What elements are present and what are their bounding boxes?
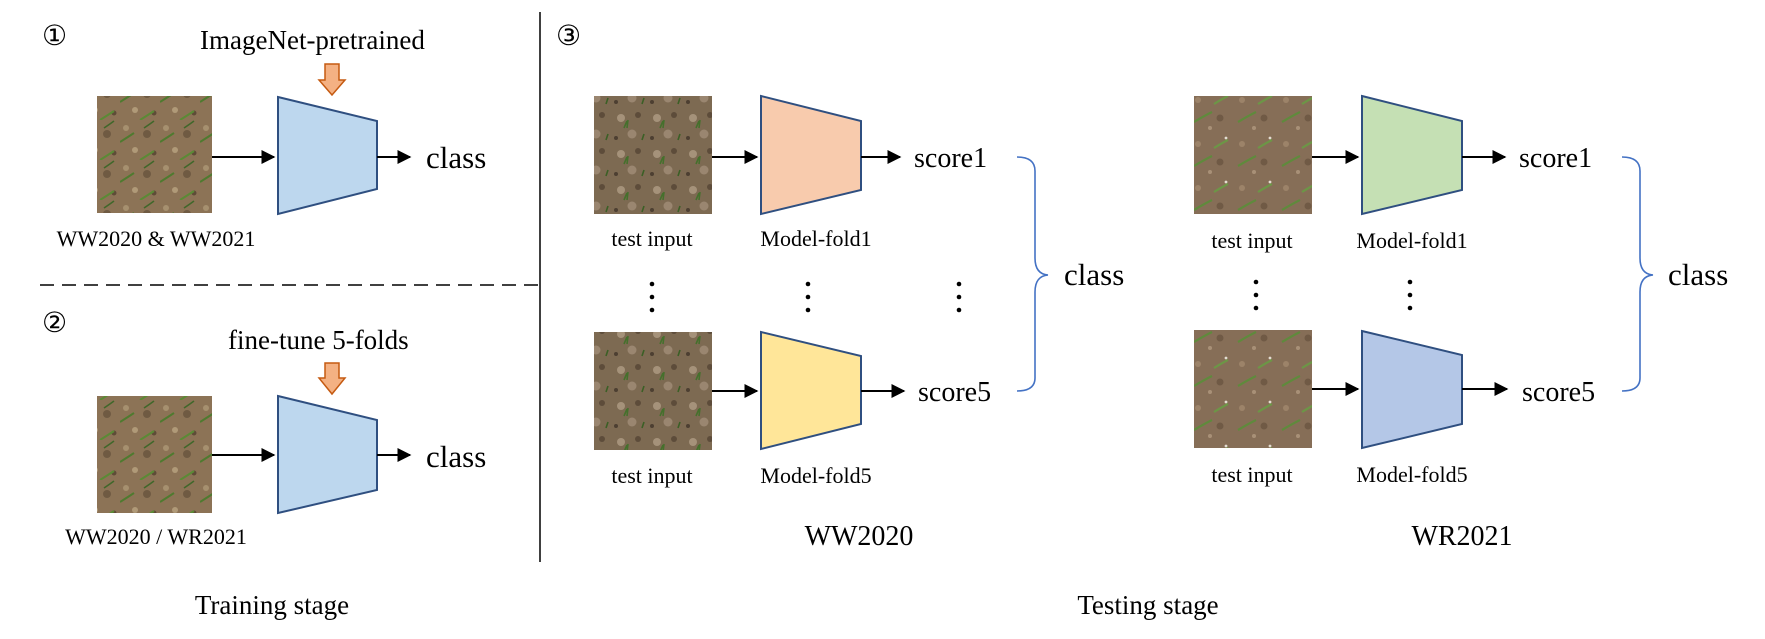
step2-marker: ② (42, 308, 67, 339)
wr2021-model-label-top: Model-fold1 (1356, 228, 1467, 253)
pretrained-arrow-icon (317, 63, 347, 97)
wr2021-test-image-top (1194, 96, 1312, 214)
wr2021-test-image-bottom (1194, 330, 1312, 448)
wr2021-score-top: score1 (1519, 143, 1592, 174)
step2-model-shape (277, 394, 378, 515)
step3-marker: ③ (556, 21, 581, 52)
ww2020-model-fold1-shape (760, 94, 862, 216)
ww2020-test-image-top (594, 96, 712, 214)
step1-note: ImageNet-pretrained (200, 25, 425, 55)
wr2021-vertical-ellipsis (1253, 279, 1413, 311)
step1-field-image (97, 96, 212, 213)
wr2021-score-bottom: score5 (1522, 377, 1595, 408)
wr2021-title: WR2021 (1411, 521, 1512, 552)
wr2021-model-fold5-shape (1361, 329, 1463, 450)
ww2020-title: WW2020 (805, 521, 914, 552)
ww2020-model-label-bottom: Model-fold5 (760, 463, 871, 488)
step2-note: fine-tune 5-folds (228, 325, 409, 355)
step1-output-class: class (426, 140, 486, 175)
step2-image-caption: WW2020 / WR2021 (65, 524, 247, 549)
ww2020-input-label-bottom: test input (611, 463, 692, 488)
step2-field-image (97, 396, 212, 513)
ww2020-input-label-top: test input (611, 226, 692, 251)
testing-stage-label: Testing stage (1077, 590, 1218, 620)
ww2020-model-label-top: Model-fold1 (760, 226, 871, 251)
ww2020-model-fold5-shape (760, 330, 862, 451)
ww2020-test-image-bottom (594, 332, 712, 450)
step1-model-shape (277, 95, 378, 216)
wr2021-model-fold1-shape (1361, 94, 1463, 216)
wr2021-input-label-bottom: test input (1211, 462, 1292, 487)
wr2021-model-label-bottom: Model-fold5 (1356, 462, 1467, 487)
training-stage-label: Training stage (195, 590, 349, 620)
ww2020-output-class: class (1064, 257, 1124, 292)
step1-image-caption: WW2020 & WW2021 (57, 226, 256, 251)
wr2021-input-label-top: test input (1211, 228, 1292, 253)
ww2020-vertical-ellipsis (649, 281, 962, 313)
ww2020-score-top: score1 (914, 143, 987, 174)
ww2020-score-bottom: score5 (918, 377, 991, 408)
wr2021-ensemble-brace (1621, 156, 1654, 392)
step2-output-class: class (426, 439, 486, 474)
finetune-arrow-icon (317, 362, 347, 396)
ww2020-ensemble-brace (1016, 156, 1049, 392)
wr2021-output-class: class (1668, 257, 1728, 292)
step1-marker: ① (42, 21, 67, 52)
